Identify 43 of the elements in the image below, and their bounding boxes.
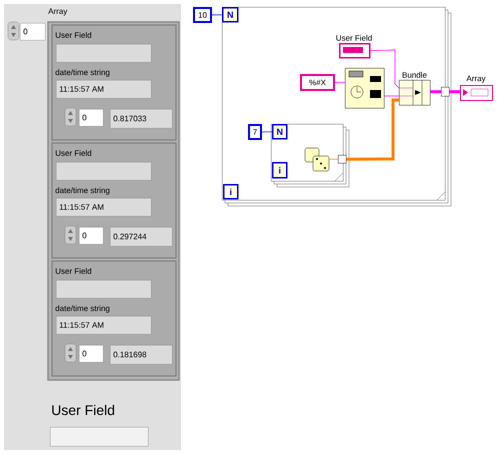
control-label: User Field (56, 268, 92, 274)
wire (262, 131, 272, 132)
wire (370, 50, 400, 88)
index-field: 0 (79, 109, 104, 126)
wire (334, 82, 346, 83)
random-number-drawing (304, 148, 330, 172)
iteration-terminal: i (223, 184, 238, 200)
node-label: Bundle (402, 72, 427, 78)
loop-tunnel (338, 155, 346, 164)
string-indicator: 11:15:57 AM (56, 198, 152, 216)
numeric-indicator: 0.297244 (110, 227, 172, 246)
format-date-time-drawing (345, 68, 384, 108)
node-label: User Field (336, 34, 372, 41)
control-label: date/time string (56, 69, 110, 77)
numeric-constant: 7 (248, 124, 262, 140)
numeric-indicator: 0.181698 (110, 345, 172, 364)
string-indicator: 11:15:57 AM (56, 80, 152, 98)
wire (346, 98, 399, 161)
wire (449, 90, 460, 94)
text-label: Array (48, 8, 68, 16)
index-field: 0 (20, 23, 46, 40)
bundle-function: Bundle (398, 72, 430, 106)
loop-tunnel (441, 87, 450, 96)
control-label: date/time string (56, 187, 110, 195)
array-indicator: Array (460, 76, 493, 101)
wire (212, 14, 222, 16)
node-label: Array (466, 76, 486, 83)
numeric-constant: 10 (193, 7, 212, 23)
index-field: 0 (79, 345, 104, 362)
wire (430, 90, 441, 94)
count-terminal: N (222, 7, 238, 22)
control-label: User Field (56, 150, 92, 156)
control-label: date/time string (56, 305, 110, 313)
numeric-indicator: 0.817033 (110, 109, 172, 128)
wire (329, 158, 338, 160)
string-constant: %#X (300, 74, 335, 91)
string-indicator: 11:15:57 AM (56, 316, 152, 334)
control-label: User Field (52, 404, 114, 416)
count-terminal: N (272, 124, 288, 140)
index-field: 0 (79, 227, 104, 244)
string-constant: User Field (336, 34, 372, 58)
control-label: User Field (56, 32, 92, 38)
iteration-terminal: i (272, 162, 288, 178)
